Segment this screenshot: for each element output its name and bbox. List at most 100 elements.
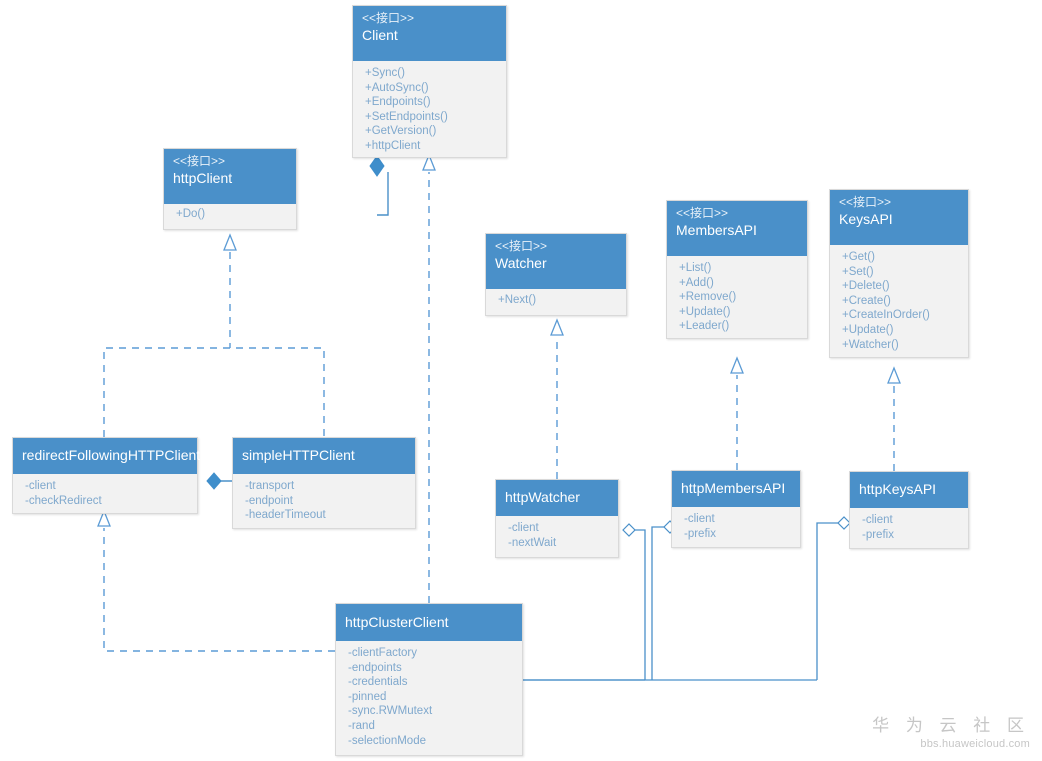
class-member: +Set() bbox=[842, 265, 874, 278]
class-name: Client bbox=[362, 27, 398, 43]
relation-httpclients-realize-httpclient-iface bbox=[103, 233, 325, 437]
class-box-redirectfollowinghttpclient[interactable]: redirectFollowingHTTPClient -client -che… bbox=[12, 437, 201, 514]
class-member: -client bbox=[25, 480, 56, 492]
class-box-keysapi[interactable]: <<接口>> KeysAPI +Get() +Set() +Delete() +… bbox=[829, 189, 969, 358]
class-box-httpclient-interface[interactable]: <<接口>> httpClient +Do() bbox=[163, 148, 297, 230]
class-header-httpwatcher: httpWatcher bbox=[496, 480, 618, 516]
class-member: -endpoint bbox=[245, 494, 293, 507]
class-member: +Next() bbox=[498, 294, 537, 306]
class-member: -endpoints bbox=[348, 661, 402, 674]
class-member: +SetEndpoints() bbox=[365, 110, 448, 123]
class-box-httpwatcher[interactable]: httpWatcher -client -nextWait bbox=[495, 479, 619, 558]
relation-httpkeysapi-aggregates-clusterclient bbox=[523, 516, 851, 681]
class-member: -rand bbox=[348, 719, 375, 732]
class-name: Watcher bbox=[495, 255, 547, 271]
class-member: +List() bbox=[679, 262, 712, 274]
class-member: +Update() bbox=[679, 305, 731, 318]
class-box-client[interactable]: <<接口>> Client +Sync() +AutoSync() +Endpo… bbox=[352, 5, 507, 158]
watermark: 华 为 云 社 区 bbs.huaweicloud.com bbox=[872, 715, 1030, 751]
class-member: -client bbox=[862, 514, 893, 526]
class-member: +CreateInOrder() bbox=[842, 309, 930, 322]
class-member: -clientFactory bbox=[348, 647, 418, 659]
class-header-membersapi: <<接口>> MembersAPI bbox=[667, 201, 807, 256]
class-member: -transport bbox=[245, 480, 295, 492]
class-header-watcher: <<接口>> Watcher bbox=[486, 234, 626, 289]
class-header-httpmembersapi: httpMembersAPI bbox=[672, 471, 800, 507]
class-name: httpWatcher bbox=[505, 489, 580, 505]
class-member: -client bbox=[508, 522, 539, 534]
class-box-httpkeysapi[interactable]: httpKeysAPI -client -prefix bbox=[849, 471, 969, 549]
class-members-membersapi: +List() +Add() +Remove() +Update() +Lead… bbox=[667, 256, 807, 338]
class-member: -prefix bbox=[862, 528, 894, 541]
class-member: +Watcher() bbox=[842, 338, 899, 351]
class-stereotype: <<接口>> bbox=[173, 154, 226, 168]
class-member: +Update() bbox=[842, 323, 894, 336]
class-members-client: +Sync() +AutoSync() +Endpoints() +SetEnd… bbox=[353, 61, 506, 157]
class-members-httpmembersapi: -client -prefix bbox=[672, 507, 800, 547]
class-member: +Do() bbox=[176, 208, 206, 220]
class-name: KeysAPI bbox=[839, 211, 893, 227]
class-member: +GetVersion() bbox=[365, 125, 437, 138]
class-box-httpclusterclient[interactable]: httpClusterClient -clientFactory -endpoi… bbox=[335, 603, 523, 756]
class-members-keysapi: +Get() +Set() +Delete() +Create() +Creat… bbox=[830, 245, 968, 357]
class-member: -client bbox=[684, 513, 715, 525]
class-stereotype: <<接口>> bbox=[362, 11, 415, 25]
relation-httpwatcher-realizes-watcher bbox=[550, 318, 564, 479]
class-member: +httpClient bbox=[365, 139, 421, 152]
class-member: -headerTimeout bbox=[245, 509, 326, 522]
class-member: +Add() bbox=[679, 276, 714, 289]
class-box-membersapi[interactable]: <<接口>> MembersAPI +List() +Add() +Remove… bbox=[666, 200, 808, 339]
class-name: MembersAPI bbox=[676, 222, 757, 238]
class-header-redirectfollowinghttpclient: redirectFollowingHTTPClient bbox=[13, 438, 201, 474]
class-name: httpMembersAPI bbox=[681, 480, 786, 496]
class-stereotype: <<接口>> bbox=[495, 239, 548, 253]
class-member: -sync.RWMutext bbox=[348, 705, 433, 718]
relation-httpclusterclient-realizes-redirect bbox=[97, 509, 335, 652]
class-members-simplehttpclient: -transport -endpoint -headerTimeout bbox=[233, 474, 415, 528]
class-name: redirectFollowingHTTPClient bbox=[22, 447, 201, 463]
class-members-watcher: +Next() bbox=[486, 289, 626, 315]
class-members-httpwatcher: -client -nextWait bbox=[496, 516, 618, 557]
class-member: +Sync() bbox=[365, 67, 405, 79]
class-name: httpKeysAPI bbox=[859, 481, 937, 497]
class-stereotype: <<接口>> bbox=[839, 195, 892, 209]
relation-redirect-composition-simplehttpclient bbox=[206, 472, 240, 490]
class-box-watcher[interactable]: <<接口>> Watcher +Next() bbox=[485, 233, 627, 316]
class-member: -pinned bbox=[348, 690, 387, 703]
relation-client-composition-httpclient bbox=[369, 155, 389, 216]
class-member: +Endpoints() bbox=[365, 96, 431, 109]
class-member: -selectionMode bbox=[348, 734, 426, 747]
relation-httpkeysapi-realizes-keysapi bbox=[887, 366, 901, 471]
class-members-httpclusterclient: -clientFactory -endpoints -credentials -… bbox=[336, 641, 522, 755]
watermark-cn-text: 华 为 云 社 区 bbox=[872, 716, 1030, 735]
class-box-simplehttpclient[interactable]: simpleHTTPClient -transport -endpoint -h… bbox=[232, 437, 416, 529]
class-member: -nextWait bbox=[508, 536, 557, 549]
relation-httpclusterclient-realizes-client bbox=[422, 153, 436, 603]
class-member: -credentials bbox=[348, 676, 408, 689]
class-name: httpClusterClient bbox=[345, 614, 449, 630]
class-header-keysapi: <<接口>> KeysAPI bbox=[830, 190, 968, 245]
class-header-httpclusterclient: httpClusterClient bbox=[336, 604, 522, 641]
class-member: +Create() bbox=[842, 294, 891, 307]
relation-httpmembersapi-realizes-membersapi bbox=[730, 356, 744, 470]
class-member: -checkRedirect bbox=[25, 494, 102, 507]
class-members-httpkeysapi: -client -prefix bbox=[850, 508, 968, 548]
class-member: +Delete() bbox=[842, 280, 890, 293]
class-member: +AutoSync() bbox=[365, 81, 429, 94]
class-name: simpleHTTPClient bbox=[242, 447, 355, 463]
class-members-httpclient-interface: +Do() bbox=[164, 204, 296, 229]
class-member: -prefix bbox=[684, 527, 716, 540]
class-members-redirectfollowinghttpclient: -client -checkRedirect bbox=[13, 474, 197, 513]
class-header-simplehttpclient: simpleHTTPClient bbox=[233, 438, 415, 474]
class-box-httpmembersapi[interactable]: httpMembersAPI -client -prefix bbox=[671, 470, 801, 548]
class-member: +Leader() bbox=[679, 320, 730, 333]
class-member: +Get() bbox=[842, 251, 875, 263]
class-member: +Remove() bbox=[679, 291, 737, 304]
class-name: httpClient bbox=[173, 170, 233, 186]
class-header-httpclient-interface: <<接口>> httpClient bbox=[164, 149, 296, 204]
class-header-client: <<接口>> Client bbox=[353, 6, 506, 61]
class-stereotype: <<接口>> bbox=[676, 206, 729, 220]
watermark-url-text: bbs.huaweicloud.com bbox=[920, 738, 1030, 750]
